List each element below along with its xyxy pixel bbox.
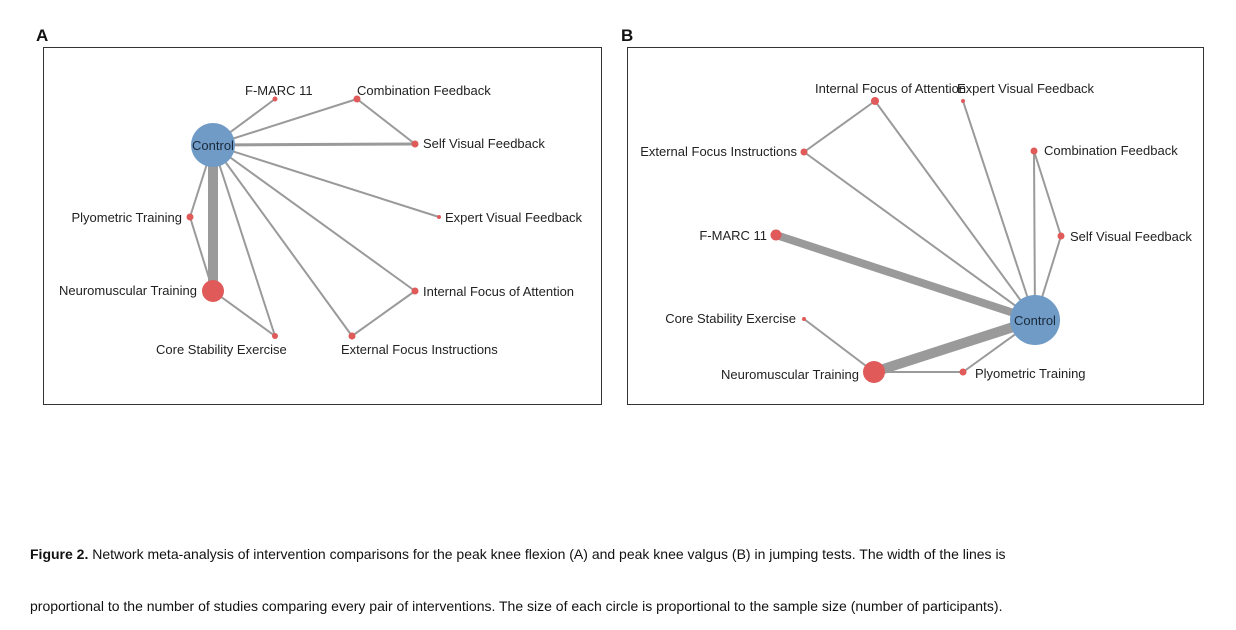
label-a-neuro: Neuromuscular Training xyxy=(59,283,197,298)
node-a-plyo xyxy=(186,213,194,221)
panel-a-edges xyxy=(189,98,440,337)
label-b-combo: Combination Feedback xyxy=(1044,143,1178,158)
caption-text-1: Network meta-analysis of intervention co… xyxy=(92,546,1006,562)
label-a-selfvis: Self Visual Feedback xyxy=(423,136,545,151)
edge-b-expert-control xyxy=(962,100,1036,321)
node-b-expert xyxy=(961,99,965,103)
node-a-expert xyxy=(437,215,441,219)
edge-a-neuro-core xyxy=(212,290,276,337)
network-panel-b xyxy=(627,47,1204,405)
node-b-control xyxy=(1010,295,1060,345)
label-b-control: Control xyxy=(1014,313,1056,328)
panel-letter-b: B xyxy=(621,26,634,45)
node-b-selfvis xyxy=(1057,232,1065,240)
label-b-core: Core Stability Exercise xyxy=(665,311,796,326)
edge-a-control-expert xyxy=(212,144,440,218)
edge-b-internal-external xyxy=(803,100,876,153)
label-b-external: External Focus Instructions xyxy=(640,144,797,159)
label-a-expert: Expert Visual Feedback xyxy=(445,210,583,225)
node-a-external xyxy=(348,332,356,340)
edge-a-control-selfvis xyxy=(211,142,417,147)
edge-a-control-external xyxy=(212,144,353,337)
node-a-control xyxy=(191,123,235,167)
node-b-external xyxy=(800,148,808,156)
label-b-neuro: Neuromuscular Training xyxy=(721,367,859,382)
edge-b-neuro-control xyxy=(869,315,1040,377)
label-b-fmarc: F-MARC 11 xyxy=(699,228,767,243)
node-a-combo xyxy=(353,95,361,103)
caption-text-2: proportional to the number of studies co… xyxy=(30,598,1003,614)
edge-b-core-neuro xyxy=(803,318,875,373)
label-b-expert: Expert Visual Feedback xyxy=(957,81,1095,96)
figure-caption-line-1: Figure 2. Network meta-analysis of inter… xyxy=(30,546,1210,562)
label-a-control: Control xyxy=(192,138,234,153)
label-a-internal: Internal Focus of Attention xyxy=(423,284,574,299)
node-a-selfvis xyxy=(411,140,419,148)
label-a-fmarc: F-MARC 11 xyxy=(245,83,313,98)
label-a-core: Core Stability Exercise xyxy=(156,342,287,357)
figure-caption-line-2: proportional to the number of studies co… xyxy=(30,598,1210,614)
panel-a-nodes xyxy=(186,95,441,340)
panel-a-labels: Control F-MARC 11 Combination Feedback S… xyxy=(59,83,583,357)
label-b-selfvis: Self Visual Feedback xyxy=(1070,229,1192,244)
edge-a-internal-external xyxy=(351,290,416,337)
node-b-internal xyxy=(871,97,879,105)
edge-b-combo-selfvis xyxy=(1033,150,1062,237)
node-a-neuro xyxy=(202,280,224,302)
panel-b-nodes xyxy=(770,97,1065,383)
node-a-internal xyxy=(411,287,419,295)
label-a-combo: Combination Feedback xyxy=(357,83,491,98)
node-b-combo xyxy=(1030,147,1038,155)
edge-a-control-core xyxy=(212,144,276,337)
label-b-plyo: Plyometric Training xyxy=(975,366,1086,381)
label-a-external: External Focus Instructions xyxy=(341,342,498,357)
node-b-core xyxy=(802,317,806,321)
panel-letter-a: A xyxy=(36,26,49,45)
node-a-core xyxy=(272,333,278,339)
edge-a-combo-selfvis xyxy=(356,98,416,145)
edge-b-fmarc-control xyxy=(772,231,1039,324)
edge-b-combo-control xyxy=(1033,150,1036,321)
edge-b-internal-control xyxy=(874,100,1036,321)
panel-b-edges xyxy=(772,100,1062,377)
network-panel-a xyxy=(43,47,602,405)
label-a-plyo: Plyometric Training xyxy=(71,210,182,225)
node-b-neuro xyxy=(863,361,885,383)
panel-b-labels: Internal Focus of Attention Expert Visua… xyxy=(640,81,1192,382)
node-b-fmarc xyxy=(770,229,782,241)
label-b-internal: Internal Focus of Attention xyxy=(815,81,966,96)
node-b-plyo xyxy=(959,368,967,376)
edge-b-external-control xyxy=(803,151,1036,321)
edge-a-control-internal xyxy=(212,144,416,292)
edge-a-control-combo xyxy=(212,98,358,146)
node-a-fmarc xyxy=(272,96,278,102)
figure-caption-label: Figure 2. xyxy=(30,546,89,562)
